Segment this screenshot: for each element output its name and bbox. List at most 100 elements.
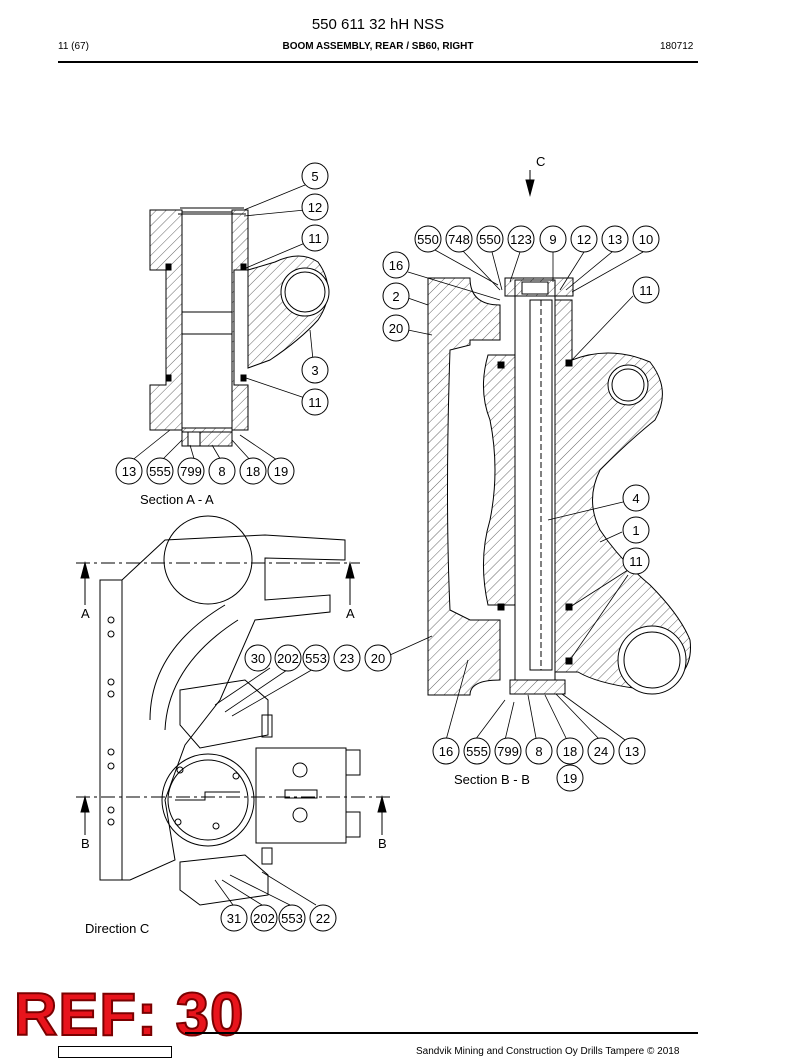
balloon-label: 13 [608, 232, 622, 247]
ref-stamp: REF: 30 [13, 981, 245, 1048]
arrow-b-left-label: B [81, 836, 90, 851]
balloon-label: 16 [389, 258, 403, 273]
balloon-label: 19 [563, 771, 577, 786]
balloon-748: 748 [445, 225, 473, 253]
balloon-label: 550 [479, 232, 501, 247]
balloon-label: 8 [218, 464, 225, 479]
balloon-label: 11 [639, 283, 653, 298]
balloon-label: 1 [632, 523, 639, 538]
section-b-label: Section B - B [454, 772, 530, 787]
balloon-label: 11 [308, 395, 322, 410]
balloon-12: 12 [570, 225, 598, 253]
balloon-label: 3 [311, 363, 318, 378]
balloon-550: 550 [414, 225, 442, 253]
balloon-20: 20 [382, 314, 410, 342]
balloon-23: 23 [333, 644, 361, 672]
balloon-label: 16 [439, 744, 453, 759]
balloons-section-a: 5 12 11 3 11 13 555 799 8 18 19 [115, 162, 329, 485]
balloon-19: 19 [556, 764, 584, 792]
balloon-18: 18 [239, 457, 267, 485]
balloon-8: 8 [525, 737, 553, 765]
balloon-550: 550 [476, 225, 504, 253]
balloon-label: 18 [563, 744, 577, 759]
balloon-label: 9 [549, 232, 556, 247]
balloon-label: 799 [497, 744, 519, 759]
balloon-11: 11 [622, 547, 650, 575]
balloon-8: 8 [208, 457, 236, 485]
balloon-label: 10 [639, 232, 653, 247]
balloon-11: 11 [632, 276, 660, 304]
balloon-13: 13 [601, 225, 629, 253]
balloon-553: 553 [302, 644, 330, 672]
balloons-section-b: 550 748 550 123 9 12 13 10 16 2 20 11 4 … [382, 225, 660, 792]
arrow-b-right-label: B [378, 836, 387, 851]
balloon-16: 16 [382, 251, 410, 279]
document-date: 180712 [660, 41, 694, 52]
balloon-24: 24 [587, 737, 615, 765]
balloon-label: 12 [308, 200, 322, 215]
balloon-4: 4 [622, 484, 650, 512]
balloon-label: 555 [149, 464, 171, 479]
balloon-123: 123 [507, 225, 535, 253]
balloon-1: 1 [622, 516, 650, 544]
balloon-18: 18 [556, 737, 584, 765]
balloon-label: 23 [340, 651, 354, 666]
arrow-a-left-label: A [81, 606, 90, 621]
footer-copyright: Sandvik Mining and Construction Oy Drill… [416, 1046, 680, 1057]
balloon-label: 20 [371, 651, 385, 666]
balloon-202: 202 [250, 904, 278, 932]
balloon-label: 2 [392, 289, 399, 304]
balloon-label: 8 [535, 744, 542, 759]
balloon-11: 11 [301, 388, 329, 416]
balloon-label: 202 [277, 651, 299, 666]
balloon-799: 799 [177, 457, 205, 485]
balloon-5: 5 [301, 162, 329, 190]
direction-c-label: Direction C [85, 921, 149, 936]
balloon-799: 799 [494, 737, 522, 765]
balloon-label: 4 [632, 491, 639, 506]
balloon-label: 748 [448, 232, 470, 247]
balloon-555: 555 [463, 737, 491, 765]
page-indicator: 11 (67) [58, 41, 89, 52]
direction-c-drawing [76, 515, 390, 906]
balloon-20: 20 [364, 644, 392, 672]
footer-rule [185, 1032, 698, 1034]
balloon-2: 2 [382, 282, 410, 310]
balloon-label: 11 [629, 554, 643, 569]
balloon-30: 30 [244, 644, 272, 672]
header-rule [58, 61, 698, 63]
balloon-202: 202 [274, 644, 302, 672]
balloon-label: 24 [594, 744, 608, 759]
section-b-drawing [427, 170, 691, 696]
balloon-label: 799 [180, 464, 202, 479]
balloon-3: 3 [301, 356, 329, 384]
balloon-label: 202 [253, 911, 275, 926]
balloon-10: 10 [632, 225, 660, 253]
balloon-12: 12 [301, 193, 329, 221]
footer-logo [58, 1046, 172, 1058]
balloon-label: 550 [417, 232, 439, 247]
balloon-11: 11 [301, 224, 329, 252]
arrow-c-label: C [536, 154, 545, 169]
leader-lines [129, 184, 644, 906]
balloon-label: 22 [316, 911, 330, 926]
balloon-13: 13 [115, 457, 143, 485]
balloon-label: 18 [246, 464, 260, 479]
balloon-555: 555 [146, 457, 174, 485]
balloon-19: 19 [267, 457, 295, 485]
balloon-22: 22 [309, 904, 337, 932]
balloon-label: 30 [251, 651, 265, 666]
balloon-label: 5 [311, 169, 318, 184]
balloon-label: 12 [577, 232, 591, 247]
balloon-label: 20 [389, 321, 403, 336]
section-a-drawing [149, 207, 330, 447]
document-title: BOOM ASSEMBLY, REAR / SB60, RIGHT [282, 41, 474, 52]
document-number: 550 611 32 hH NSS [311, 16, 445, 33]
balloon-label: 553 [281, 911, 303, 926]
balloon-label: 13 [122, 464, 136, 479]
balloon-31: 31 [220, 904, 248, 932]
balloons-direction-c: 30 202 553 23 20 31 202 553 22 [220, 644, 392, 932]
balloon-label: 553 [305, 651, 327, 666]
arrow-a-right-label: A [346, 606, 355, 621]
